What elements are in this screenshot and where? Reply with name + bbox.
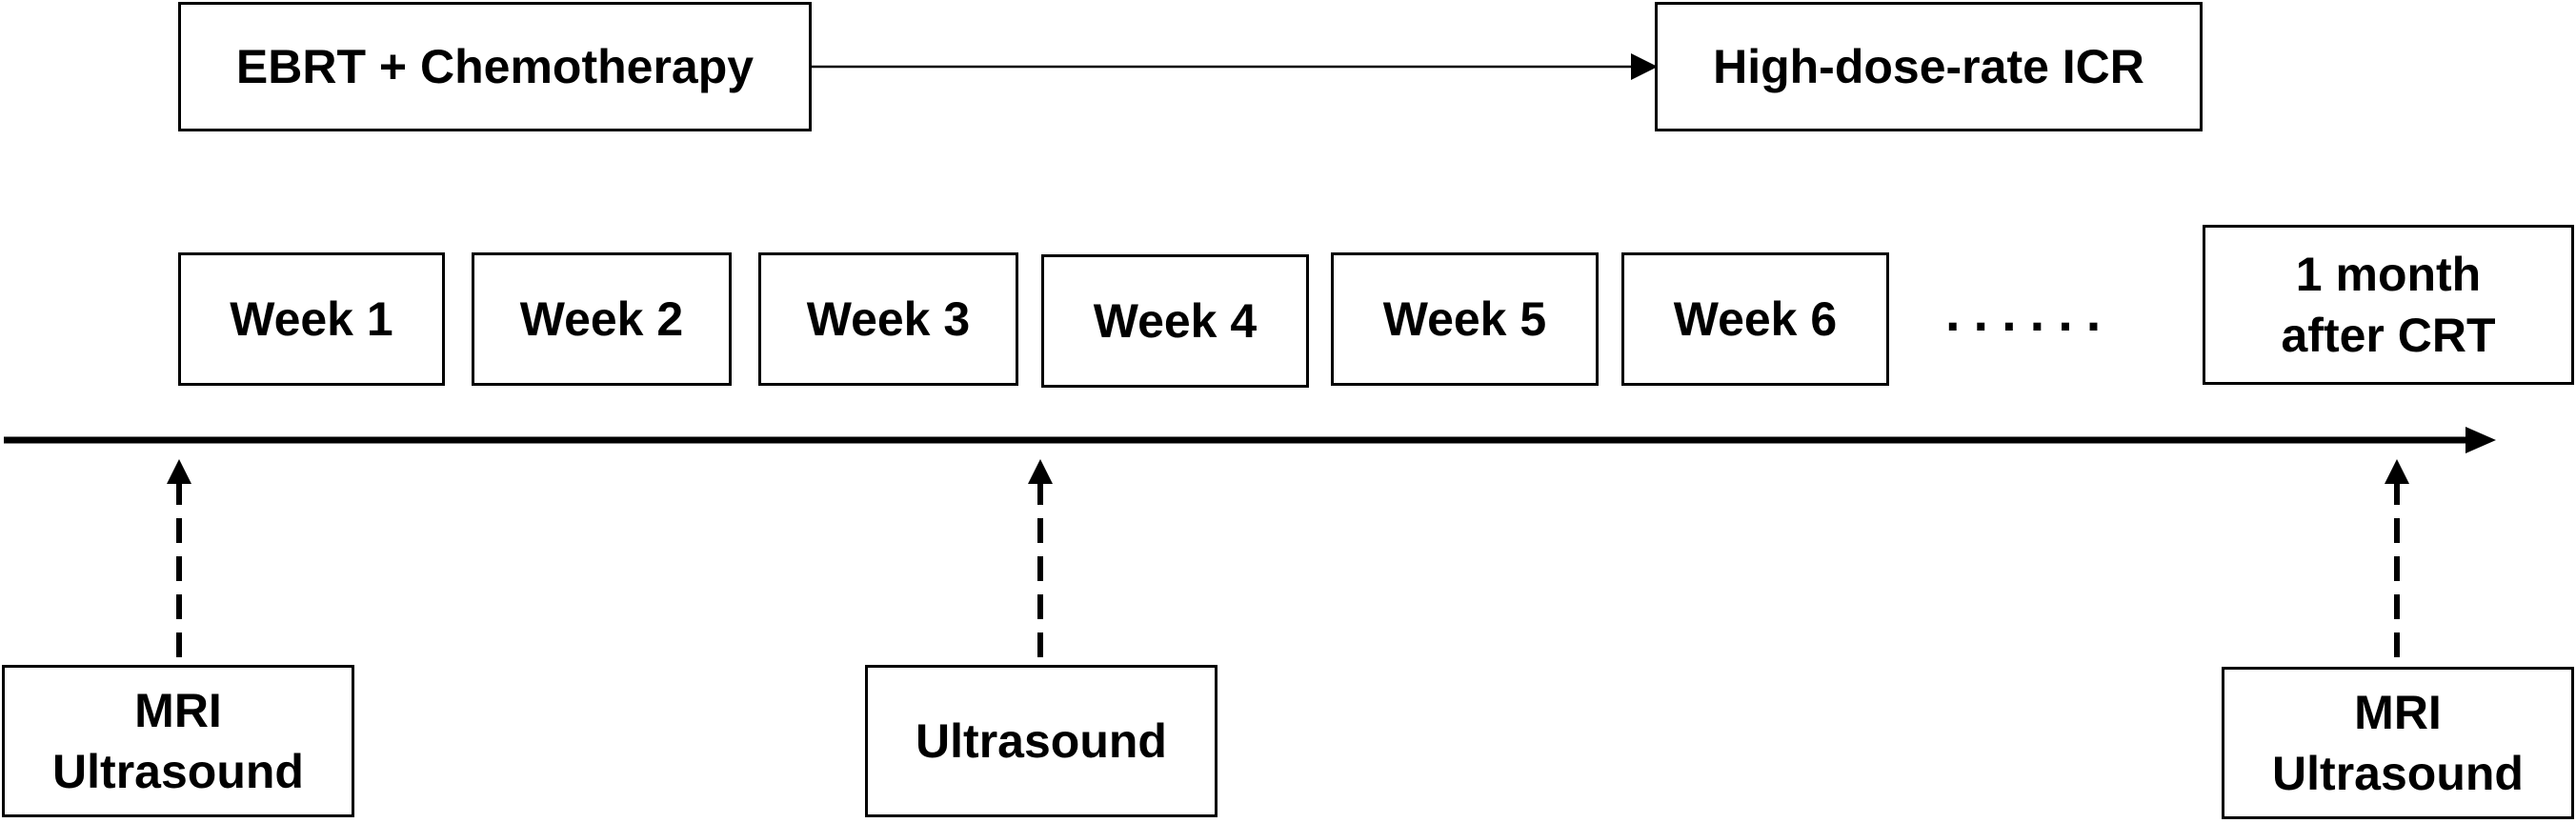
baseline-imaging-line2: Ultrasound <box>52 745 304 798</box>
week-box-6: Week 6 <box>1621 252 1889 386</box>
week-box-2: Week 2 <box>472 252 732 386</box>
midtreatment-imaging-box: Ultrasound <box>865 665 1218 817</box>
baseline-imaging-line1: MRI <box>134 684 222 737</box>
high-dose-rate-icr-box: High-dose-rate ICR <box>1655 2 2203 131</box>
week-box-5: Week 5 <box>1331 252 1599 386</box>
followup-imaging-line2: Ultrasound <box>2272 747 2524 800</box>
week-label: Week 2 <box>519 292 684 346</box>
week-label: Week 4 <box>1093 294 1258 348</box>
week-label: Week 3 <box>806 292 971 346</box>
ebrt-chemotherapy-box: EBRT + Chemotherapy <box>178 2 812 131</box>
midtreatment-imaging-line1: Ultrasound <box>916 714 1167 768</box>
week-label: Week 5 <box>1382 292 1547 346</box>
week-label: Week 1 <box>230 292 393 346</box>
midtreatment-imaging-arrowhead <box>1028 459 1053 484</box>
ebrt-chemotherapy-label: EBRT + Chemotherapy <box>235 40 755 93</box>
baseline-imaging-box: MRI Ultrasound <box>2 665 354 817</box>
followup-imaging-box: MRI Ultrasound <box>2222 667 2574 819</box>
followup-line2: after CRT <box>2281 309 2496 362</box>
followup-imaging-arrowhead <box>2385 459 2409 484</box>
week-box-4: Week 4 <box>1041 254 1309 388</box>
baseline-imaging-arrowhead <box>167 459 191 484</box>
high-dose-rate-icr-label: High-dose-rate ICR <box>1713 40 2144 93</box>
week-label: Week 6 <box>1673 292 1838 346</box>
week-box-3: Week 3 <box>758 252 1018 386</box>
followup-imaging-line1: MRI <box>2354 686 2442 739</box>
week-box-1: Week 1 <box>178 252 445 386</box>
followup-box: 1 month after CRT <box>2203 225 2574 385</box>
timeline-axis-arrowhead <box>2465 427 2496 453</box>
followup-line1: 1 month <box>2295 248 2482 301</box>
phase-connector-arrowhead <box>1631 53 1658 80</box>
weeks-ellipsis: ...... <box>1945 282 2115 342</box>
